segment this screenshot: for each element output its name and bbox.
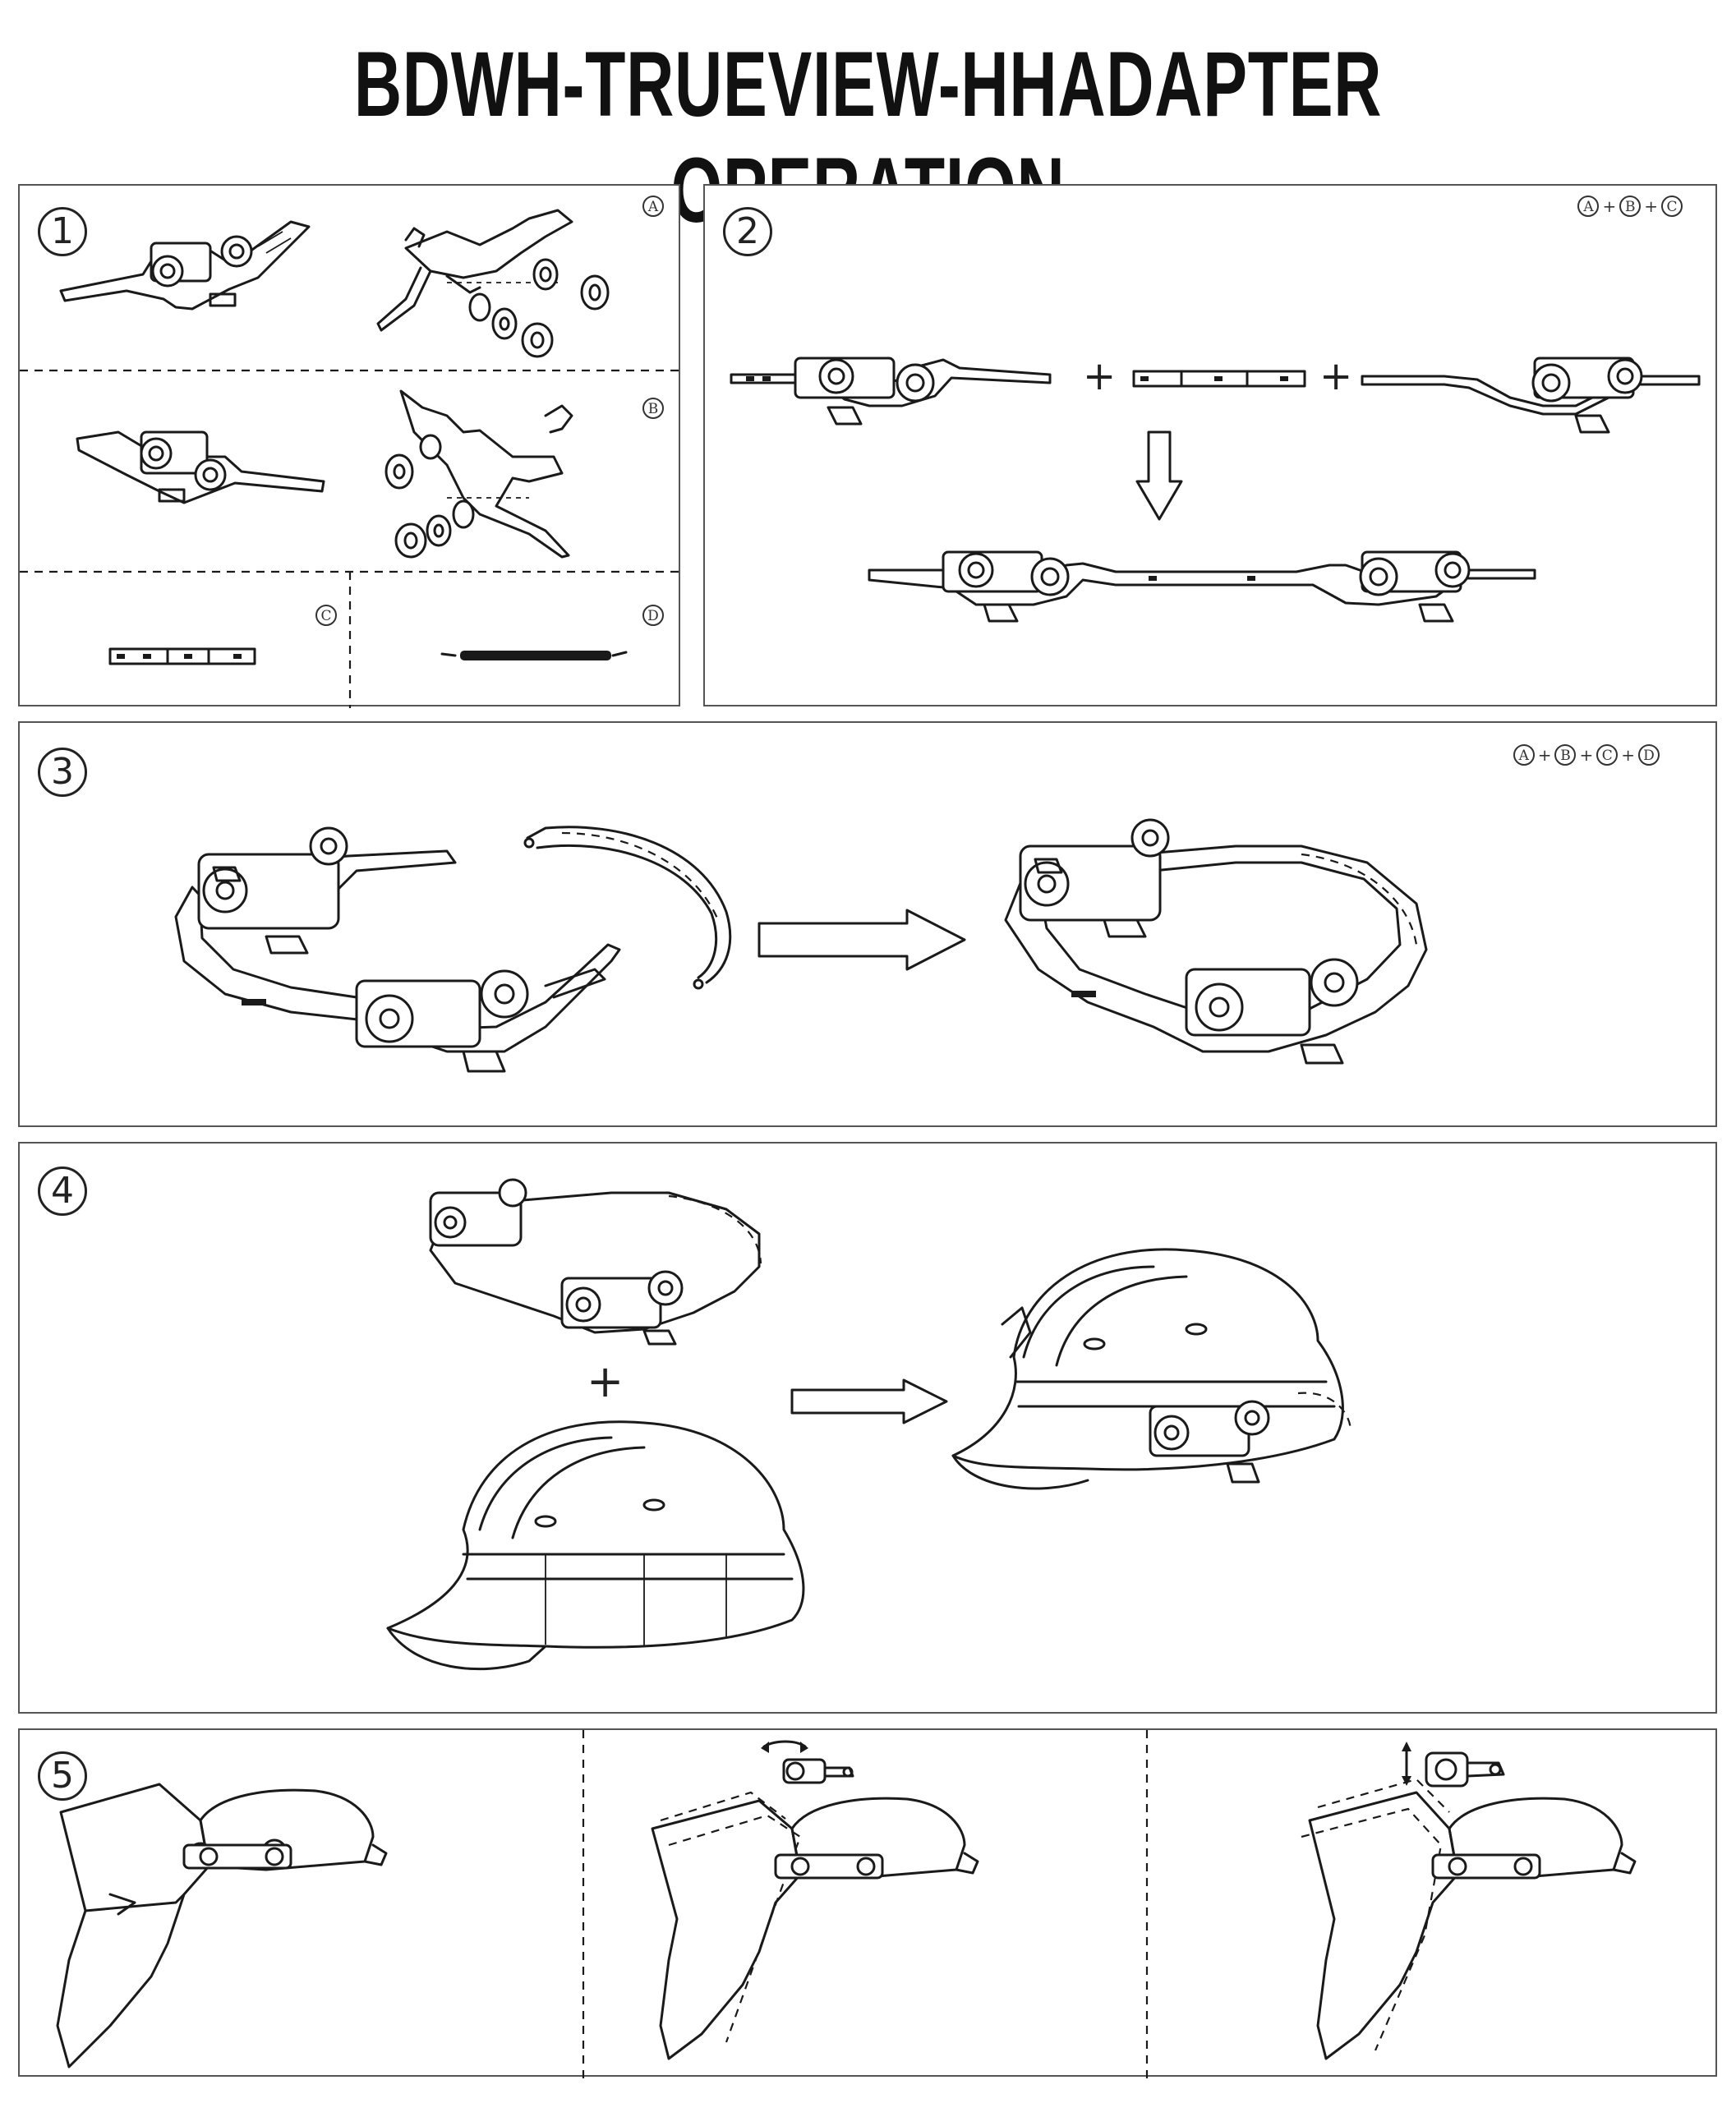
part-c-strap [108, 647, 256, 665]
step5-visor-adjust [1301, 1742, 1637, 2060]
combo-abcd-label: A+B+C+D [1513, 744, 1660, 766]
step3-open-headband [174, 826, 621, 1073]
step2-part-b [1361, 357, 1701, 434]
rotate-arrow-icon [762, 1740, 807, 1748]
plus-sign-icon: + [587, 1355, 624, 1407]
step4-helmet [386, 1420, 805, 1671]
part-d-label: D [642, 605, 664, 626]
step5-visor-rotate [651, 1740, 979, 2060]
part-a-exploded [376, 209, 610, 358]
part-a-assembled [59, 220, 311, 311]
step-2-figure: + + [730, 353, 1701, 623]
part-b-exploded [384, 389, 573, 559]
step5-visor-down [56, 1783, 388, 2068]
step-3-number: 3 [38, 748, 87, 797]
step-4-panel: 4 + [18, 1142, 1717, 1714]
step-4-figure: + [386, 1178, 1352, 1671]
step-1-panel: 1 A B C D [18, 184, 682, 708]
step-3-figure [174, 818, 1428, 1073]
down-arrow-icon [1135, 430, 1183, 521]
step-2-number: 2 [723, 207, 772, 256]
step-5-number: 5 [38, 1751, 87, 1801]
plus-sign-icon: + [1083, 353, 1116, 399]
combo-abc-label: A+B+C [1577, 196, 1683, 217]
right-arrow-icon [790, 1378, 948, 1424]
part-d-strap [440, 651, 628, 660]
part-b-label: B [642, 398, 664, 419]
step-1-number: 1 [38, 207, 87, 256]
step4-headband [429, 1178, 762, 1346]
step3-strap-d [523, 826, 732, 990]
step-5-panel: 5 [18, 1728, 1717, 2078]
step4-helmet-assembled [951, 1248, 1352, 1490]
step-1-figure [20, 209, 682, 708]
step2-assembled [868, 550, 1536, 623]
step-2-panel: 2 A+B+C + + [703, 184, 1717, 706]
step2-part-a [730, 357, 1052, 426]
step3-closed-headband [1004, 818, 1428, 1065]
step-5-figure [56, 1730, 1637, 2078]
right-arrow-icon [757, 909, 966, 971]
step-3-panel: 3 A+B+C+D [18, 721, 1717, 1127]
part-b-assembled [76, 430, 325, 504]
step2-part-c [1132, 370, 1306, 388]
step-4-number: 4 [38, 1167, 87, 1216]
plus-sign-icon: + [1319, 353, 1352, 399]
part-a-label: A [642, 196, 664, 217]
part-c-label: C [315, 605, 337, 626]
